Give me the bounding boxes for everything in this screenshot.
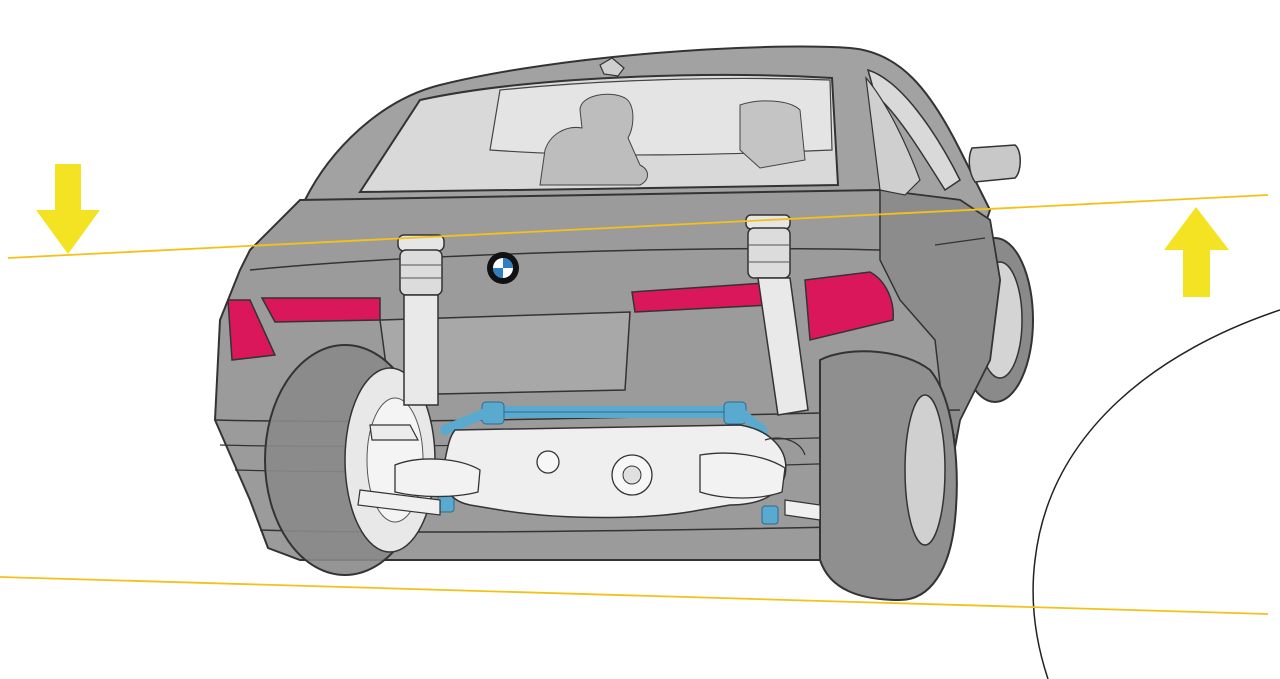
up-arrow-icon	[1164, 207, 1229, 297]
rear-wheel-right-front	[819, 350, 958, 602]
tail-light-left	[227, 299, 277, 361]
air-spring-left	[397, 234, 445, 406]
tail-lights	[227, 271, 894, 361]
bmw-logo-icon	[487, 252, 519, 284]
road-curve	[1032, 309, 1280, 679]
level-line-top	[7, 194, 1269, 259]
down-arrow-icon	[36, 164, 100, 254]
air-spring-right	[745, 214, 809, 416]
level-line-bottom	[0, 576, 1269, 615]
tail-light-center-left	[260, 297, 381, 323]
tail-light-right	[804, 271, 894, 341]
rear-subframe	[357, 424, 821, 521]
rear-window	[358, 57, 840, 194]
